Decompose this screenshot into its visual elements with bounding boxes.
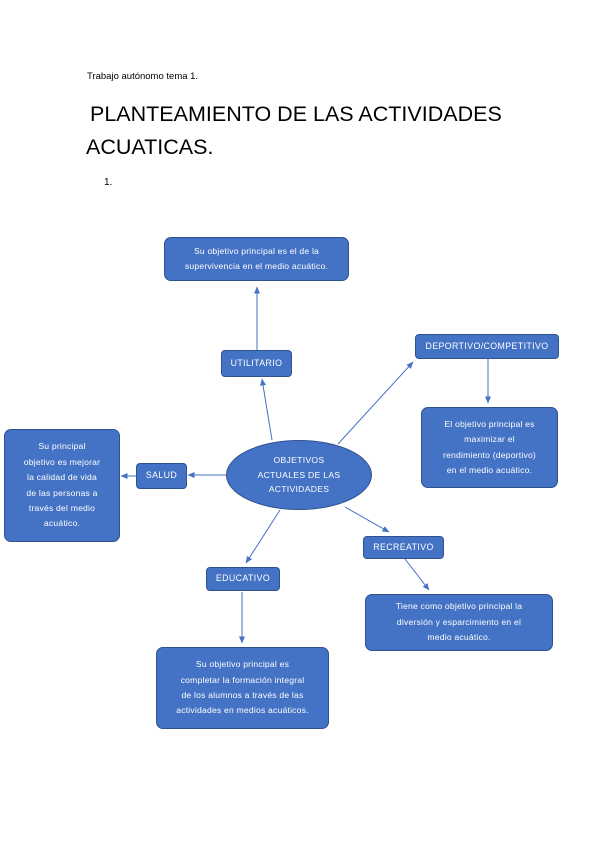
center-objetivos: OBJETIVOS ACTUALES DE LAS ACTIVIDADES xyxy=(226,440,372,510)
arrow-center-to-deportivo xyxy=(337,361,414,445)
deportivo-competitivo-label: DEPORTIVO/COMPETITIVO xyxy=(415,334,559,359)
utilitario-description: Su objetivo principal es el de la superv… xyxy=(164,237,349,281)
page-title: PLANTEAMIENTO DE LAS ACTIVIDADES ACUATIC… xyxy=(86,98,506,164)
educativo-description: Su objetivo principal es completar la fo… xyxy=(156,647,329,729)
title-line-2: ACUATICAS. xyxy=(86,135,214,159)
salud-label: SALUD xyxy=(136,463,187,489)
arrow-center-to-educativo xyxy=(245,509,281,564)
arrow-center-to-recreativo xyxy=(344,506,390,533)
utilitario-label: UTILITARIO xyxy=(221,350,292,377)
deportivo-description: El objetivo principal es maximizar el re… xyxy=(421,407,558,488)
salud-description: Su principal objetivo es mejorar la cali… xyxy=(4,429,120,542)
arrow-recreativo-to-description xyxy=(404,558,430,591)
arrow-center-to-utilitario xyxy=(260,378,273,441)
list-number: 1. xyxy=(104,177,113,188)
educativo-label: EDUCATIVO xyxy=(206,567,280,591)
title-line-1: PLANTEAMIENTO DE LAS ACTIVIDADES xyxy=(90,102,502,126)
recreativo-description: Tiene como objetivo principal la diversi… xyxy=(365,594,553,651)
document-subtitle: Trabajo autónomo tema 1. xyxy=(87,71,199,82)
recreativo-label: RECREATIVO xyxy=(363,536,444,559)
